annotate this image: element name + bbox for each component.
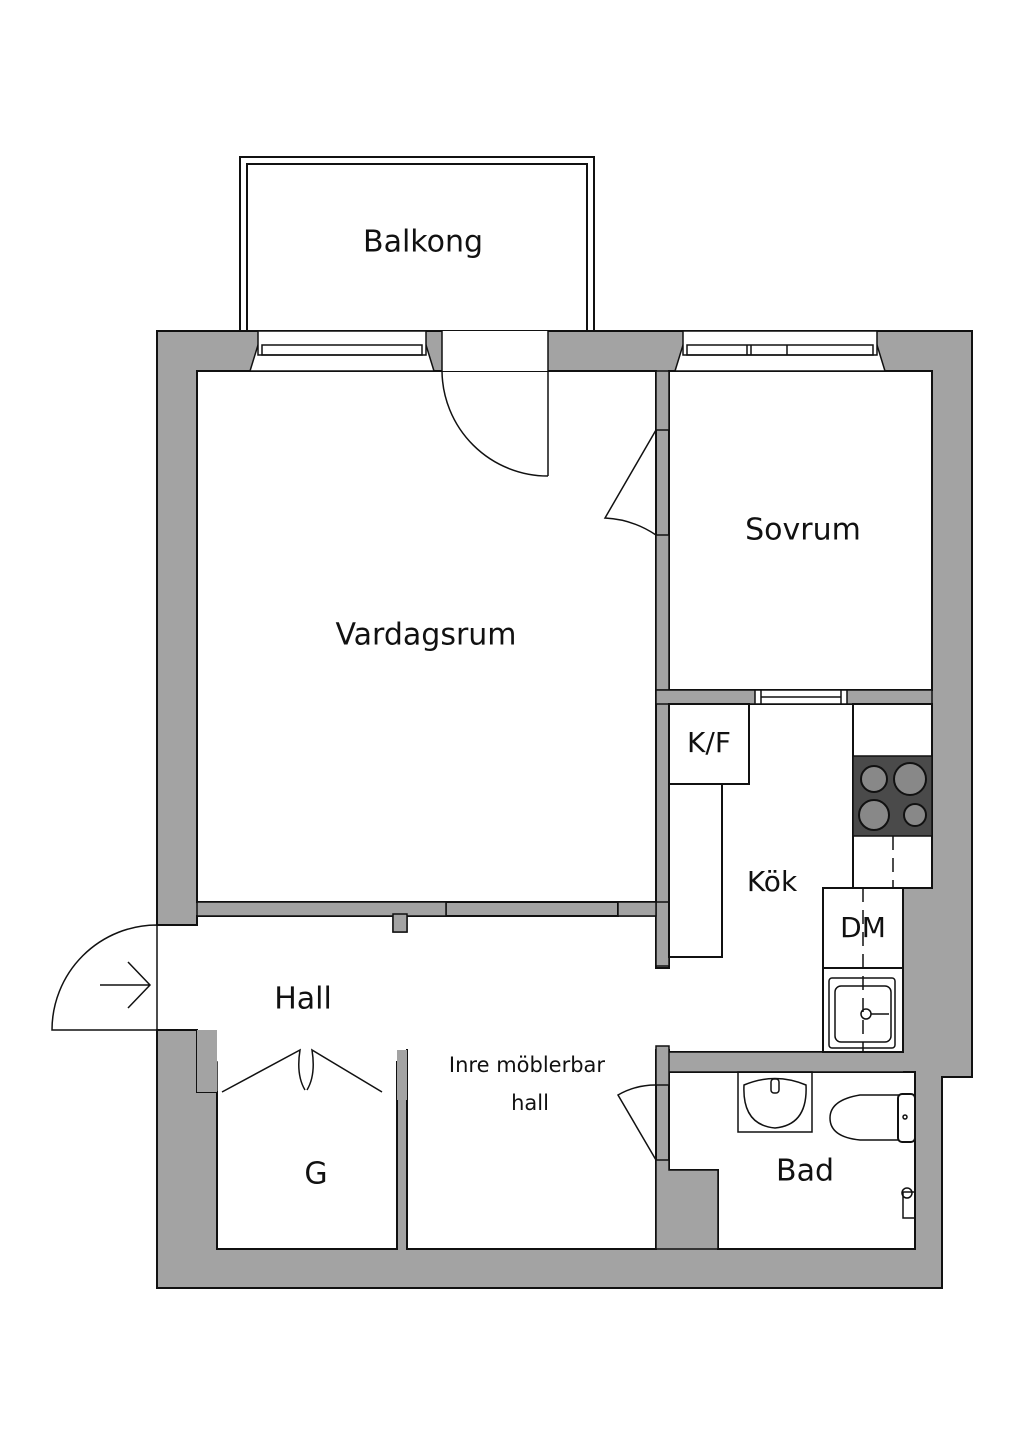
label-balkong: Balkong bbox=[363, 225, 483, 260]
washbasin bbox=[737, 1071, 813, 1133]
label-vardagsrum: Vardagsrum bbox=[335, 618, 516, 653]
room-sovrum bbox=[668, 370, 933, 691]
fridge-freezer bbox=[668, 703, 750, 785]
bad-door[interactable] bbox=[616, 1084, 657, 1161]
balcony bbox=[239, 156, 595, 333]
stove bbox=[852, 755, 933, 837]
toilet bbox=[829, 1093, 916, 1143]
shower-mixer bbox=[901, 1187, 916, 1219]
entry-arrow-icon bbox=[100, 961, 152, 1009]
label-inre-hall-1: Inre möblerbar bbox=[449, 1053, 605, 1077]
room-vardagsrum bbox=[196, 370, 657, 903]
label-dm: DM bbox=[840, 911, 886, 944]
sovrum-door[interactable] bbox=[603, 429, 657, 536]
label-kok: Kök bbox=[747, 865, 798, 898]
label-sovrum: Sovrum bbox=[745, 513, 861, 548]
counter-left bbox=[668, 783, 723, 958]
label-kf: K/F bbox=[687, 726, 731, 759]
wardrobe-doors[interactable] bbox=[221, 1048, 383, 1093]
window-sovrum bbox=[673, 330, 887, 372]
label-garderob: G bbox=[304, 1157, 327, 1192]
entrance-door[interactable] bbox=[51, 924, 158, 1031]
label-inre-hall-2: hall bbox=[511, 1091, 549, 1115]
balcony-door[interactable] bbox=[441, 331, 549, 477]
label-hall: Hall bbox=[274, 982, 332, 1017]
label-bad: Bad bbox=[776, 1154, 834, 1189]
window-vardagsrum bbox=[248, 330, 436, 372]
